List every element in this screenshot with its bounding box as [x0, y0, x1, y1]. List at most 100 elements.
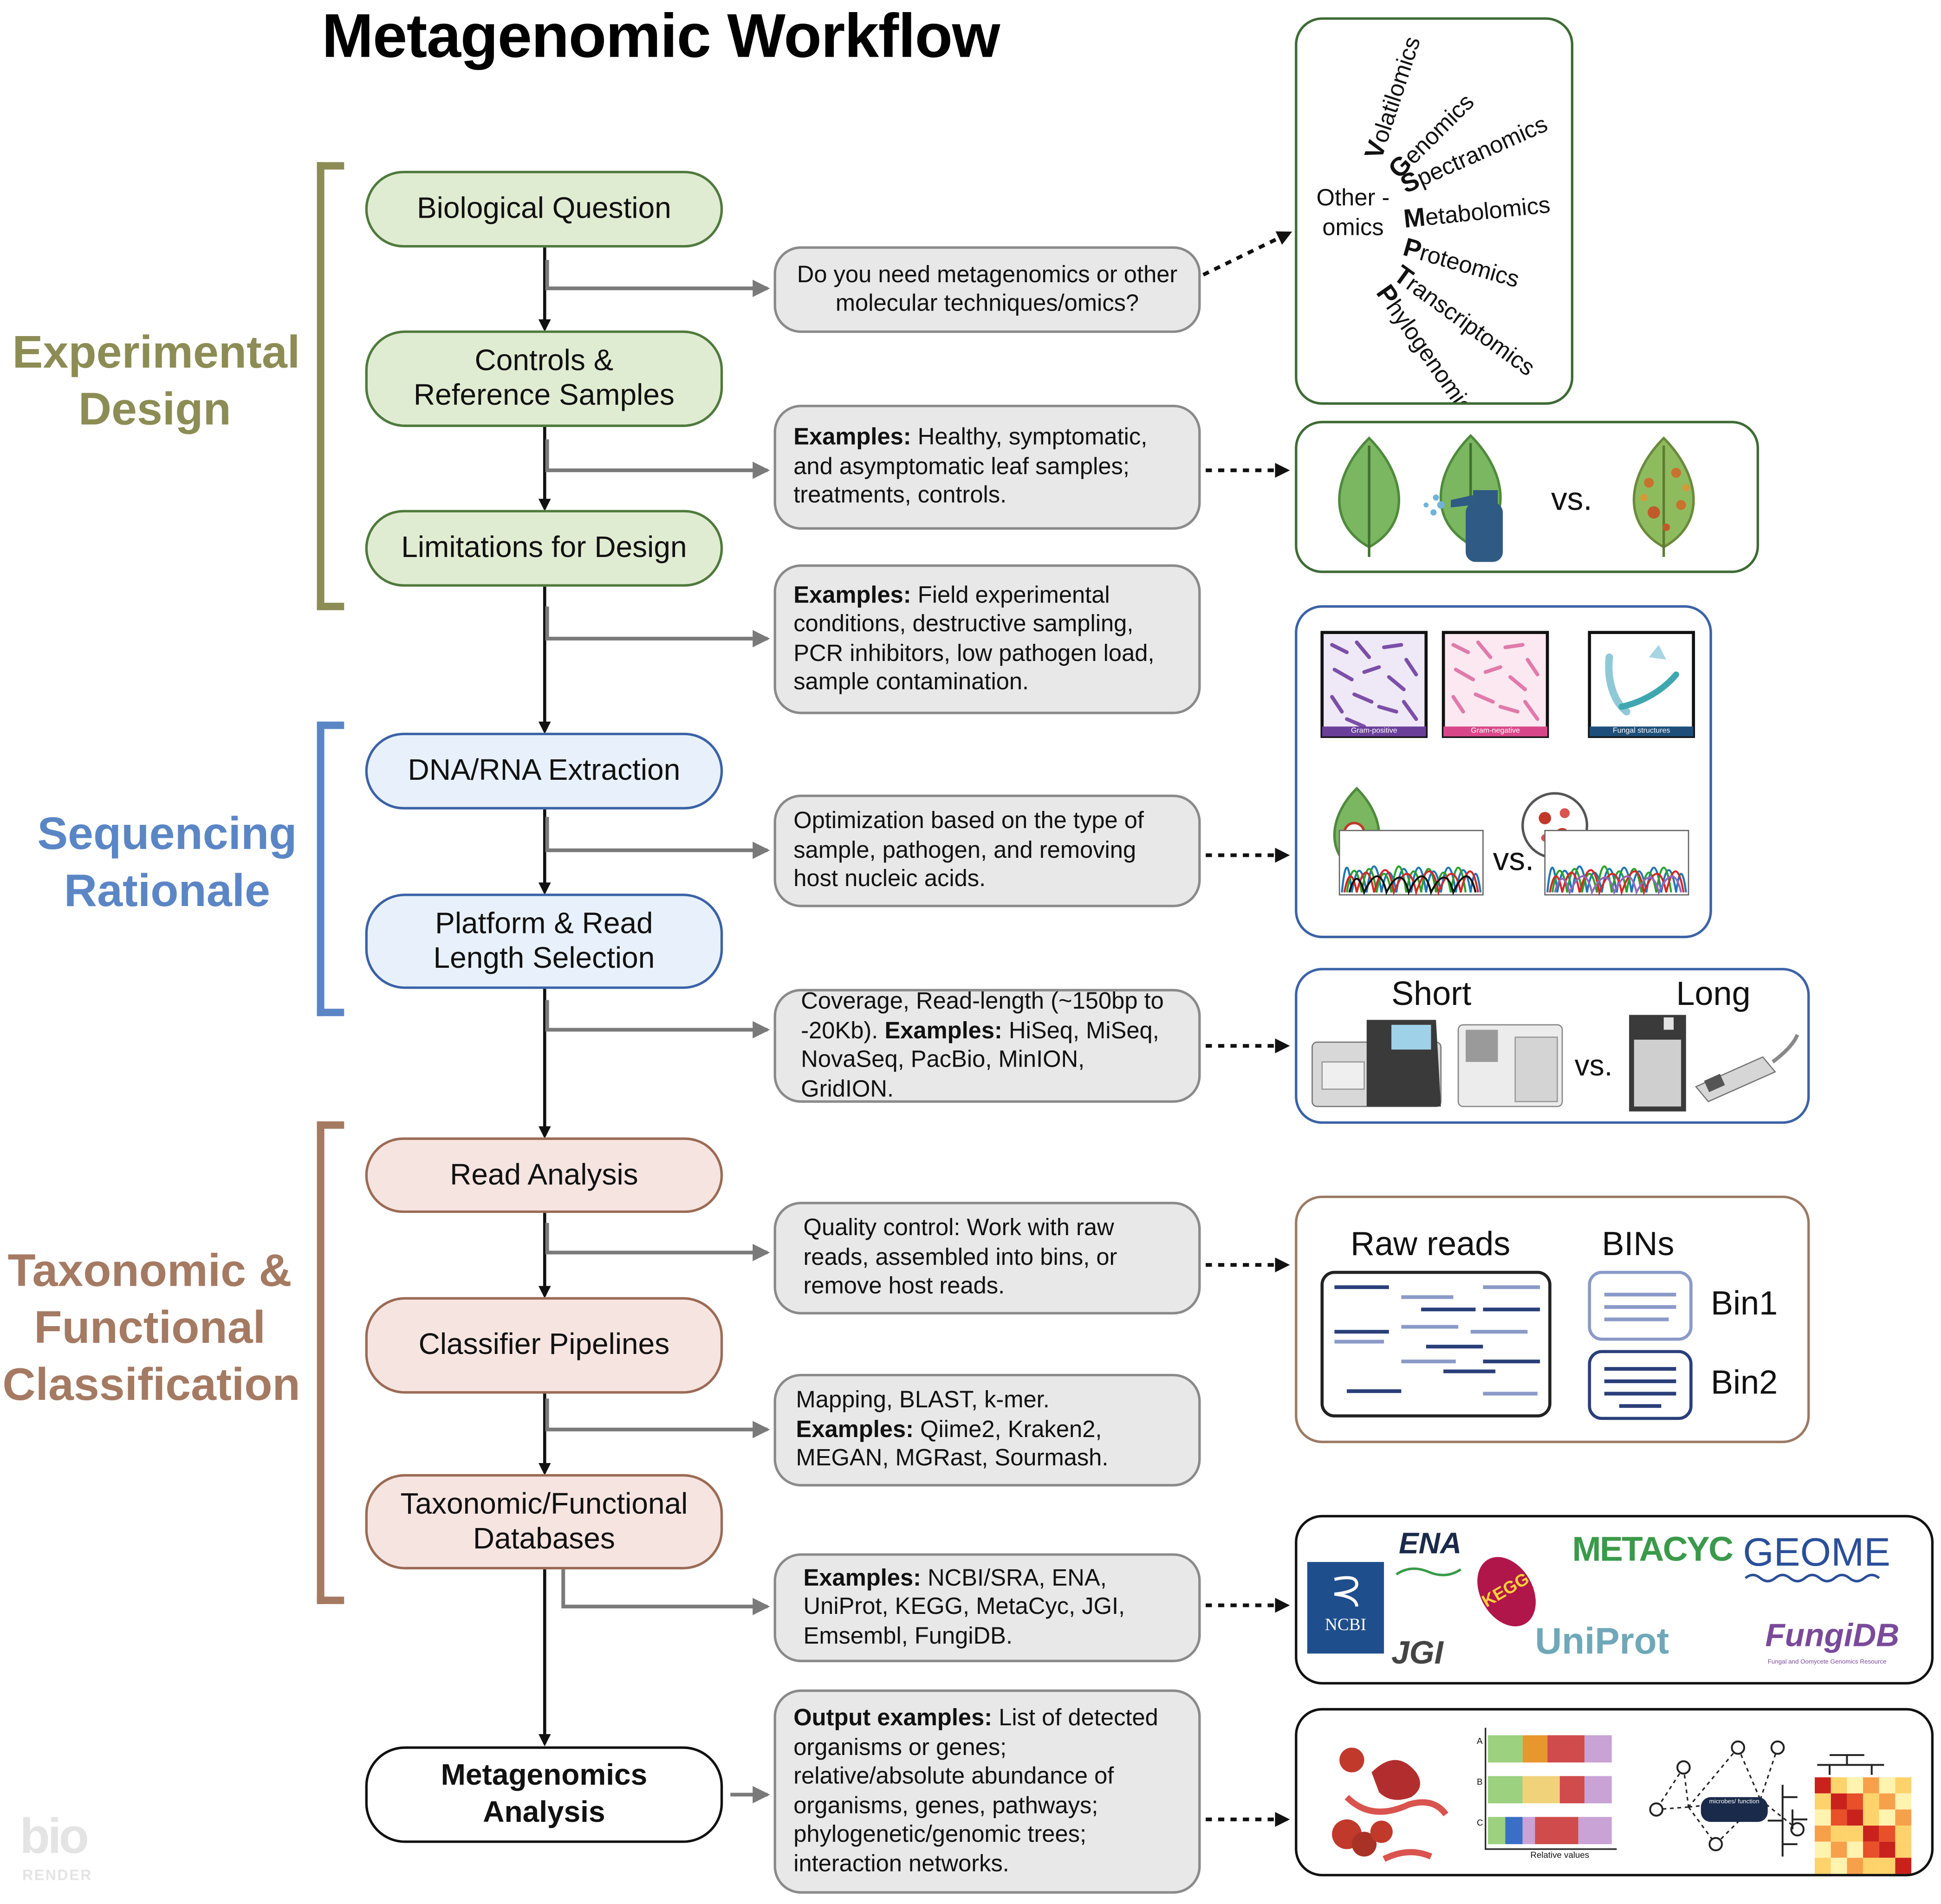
heatmap-cell	[1879, 1841, 1896, 1858]
note-classifier-examples: Mapping, BLAST, k-mer.Examples: Qiime2, …	[773, 1373, 1201, 1487]
panel-leaves: vs.	[1295, 421, 1759, 573]
minion-sequencer-icon	[1694, 1034, 1799, 1102]
step-metagenomics-analysis: Metagenomics Analysis	[365, 1746, 723, 1843]
note-limitations-text: Field experimental conditions, destructi…	[793, 582, 1155, 696]
note-quality-text: Quality control: Work with raw reads, as…	[803, 1216, 1117, 1300]
heatmap-cell	[1831, 1793, 1847, 1810]
bar-row-label-b: B	[1477, 1778, 1483, 1787]
side-arrow-5	[545, 1000, 770, 1039]
heatmap-cell	[1863, 1841, 1879, 1858]
gram-negative-image	[1441, 631, 1549, 738]
heatmap-cell	[1863, 1858, 1879, 1874]
note-omics-question-text: Do you need metagenomics or other molecu…	[797, 261, 1178, 317]
short-read-label: Short	[1391, 975, 1472, 1013]
note-platform-bold: Examples:	[884, 1018, 1002, 1044]
heatmap-cell	[1863, 1777, 1879, 1794]
biorender-watermark-bottom: RENDER	[22, 1866, 93, 1884]
gram-positive-image	[1320, 631, 1428, 738]
chromatogram-vs-label: vs.	[1493, 840, 1534, 878]
step-tax-func-databases: Taxonomic/Functional Databases	[365, 1474, 723, 1570]
microbes-illustration	[1332, 1748, 1448, 1862]
stacked-bar-segment	[1522, 1776, 1560, 1804]
heatmap-cell	[1847, 1777, 1863, 1794]
note-platform-coverage: Coverage, Read-length (~150bp to -20Kb).…	[773, 989, 1201, 1103]
panel-omics: Other -omics Volatilomics Genomics Spect…	[1295, 17, 1574, 405]
heatmap-cell	[1831, 1777, 1847, 1794]
heatmap-cell	[1847, 1793, 1863, 1810]
note-limitations-bold: Examples:	[793, 582, 911, 609]
bracket-sequencing	[317, 721, 344, 1017]
step-classifier-pipelines: Classifier Pipelines	[365, 1297, 723, 1394]
heatmap-cell	[1895, 1793, 1912, 1810]
stacked-bar-segment	[1584, 1735, 1612, 1763]
heatmap-cell	[1831, 1809, 1847, 1826]
note-extraction-text: Optimization based on the type of sample…	[793, 808, 1144, 893]
hiseq-sequencer-icon	[1311, 1020, 1442, 1107]
heatmap-cell	[1831, 1858, 1847, 1874]
note-output-bold: Output examples:	[793, 1705, 993, 1732]
heatmap-cell	[1879, 1793, 1896, 1810]
raw-reads-label: Raw reads	[1350, 1225, 1511, 1263]
pacbio-sequencer-icon	[1629, 1015, 1686, 1112]
dotted-arrow-1	[1202, 231, 1292, 277]
gram-positive-label: Gram-positive	[1351, 727, 1397, 735]
ena-logo-swoosh	[1396, 1567, 1461, 1576]
panel-sequencers: Short Long vs.	[1295, 968, 1810, 1124]
note-database-examples: Examples: NCBI/SRA, ENA, UniProt, KEGG, …	[773, 1553, 1201, 1663]
stacked-bar-segment	[1559, 1776, 1585, 1804]
network-center-node	[1701, 1797, 1768, 1822]
interaction-network	[1655, 1747, 1798, 1845]
panel-pathogens: Gram-positive Gram-negative Fungal struc…	[1295, 605, 1712, 939]
network-nodes	[1649, 1740, 1805, 1852]
heatmap-cells	[1815, 1777, 1912, 1874]
heatmap-cell	[1815, 1826, 1831, 1842]
long-read-label: Long	[1676, 975, 1751, 1013]
heatmap-cell	[1847, 1841, 1863, 1858]
miseq-sequencer-icon	[1457, 1024, 1563, 1107]
heatmap-cell	[1895, 1826, 1912, 1842]
side-arrow-4	[545, 816, 770, 859]
step-limitations-design: Limitations for Design	[365, 510, 723, 587]
side-arrow-8	[561, 1569, 770, 1615]
panel-database-logos: NCBI ENA KEGG METACYC GEOME JGI UniProt …	[1295, 1515, 1934, 1685]
heatmap-cell	[1895, 1809, 1912, 1826]
fungidb-logo: FungiDB	[1765, 1616, 1900, 1654]
bin2-image	[1588, 1350, 1693, 1420]
uniprot-logo: UniProt	[1535, 1621, 1669, 1663]
stacked-bar-segment	[1488, 1817, 1506, 1845]
heatmap-cell	[1831, 1841, 1847, 1858]
panel-analysis-outputs: microbes/ function Relative values A B C	[1295, 1708, 1934, 1877]
chromatogram-host	[1338, 829, 1484, 896]
heatmap-cell	[1879, 1826, 1896, 1842]
spray-bottle-icon	[1423, 490, 1503, 562]
bin2-label: Bin2	[1711, 1364, 1778, 1401]
step-read-analysis: Read Analysis	[365, 1137, 723, 1213]
note-omics-question: Do you need metagenomics or other molecu…	[773, 246, 1201, 333]
ncbi-logo: NCBI	[1307, 1562, 1384, 1654]
heatmap-cell	[1895, 1858, 1912, 1874]
step-biological-question: Biological Question	[365, 170, 723, 248]
heatmap-cell	[1847, 1809, 1863, 1826]
section-label-taxonomic: Taxonomic & Functional Classification	[2, 1245, 300, 1410]
stacked-bar-segment	[1522, 1735, 1548, 1763]
stacked-bar-segment	[1578, 1817, 1612, 1845]
heatmap-cell	[1879, 1858, 1896, 1874]
note-quality-control: Quality control: Work with raw reads, as…	[773, 1202, 1201, 1315]
stacked-bar-segment	[1535, 1817, 1578, 1845]
stacked-bar-chart	[1485, 1728, 1617, 1850]
diseased-leaf-icon	[1632, 436, 1695, 557]
stacked-bar-segment	[1505, 1817, 1523, 1845]
stacked-bar-segment	[1547, 1735, 1585, 1763]
ncbi-logo-text: NCBI	[1324, 1616, 1367, 1635]
fungal-structures-image	[1588, 631, 1695, 738]
bracket-taxonomic	[317, 1121, 344, 1604]
bins-label: BINs	[1602, 1225, 1675, 1263]
heatmap-cell	[1815, 1777, 1831, 1794]
heatmap-cell	[1815, 1809, 1831, 1826]
bar-row-label-a: A	[1477, 1737, 1483, 1747]
side-arrow-7	[545, 1399, 770, 1438]
fungidb-subtitle: Fungal and Oomycete Genomics Resource	[1767, 1658, 1887, 1666]
gram-negative-label: Gram-negative	[1471, 727, 1520, 735]
omic-metabolomics: Metabolomics	[1402, 192, 1552, 234]
